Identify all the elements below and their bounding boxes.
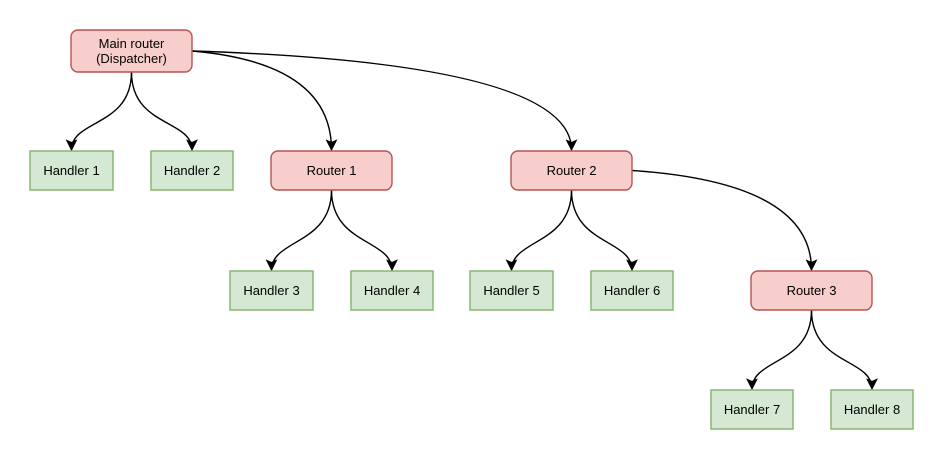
main-router-box — [70, 29, 193, 73]
edge-main-router-to-handler-2 — [130, 71, 198, 152]
edge-main-router-to-router-1 — [191, 50, 338, 152]
handler-7-box — [710, 389, 794, 430]
router-1-label: Router 1 — [307, 163, 357, 178]
main-router-label: (Dispatcher) — [96, 51, 167, 66]
handler-8-box — [830, 389, 914, 430]
edge-router-2-to-router-3 — [631, 169, 818, 272]
router-2-box — [510, 150, 633, 191]
edge-router-2-to-handler-5 — [505, 189, 573, 272]
handler-6-label: Handler 6 — [604, 283, 660, 298]
node-handler-4: Handler 4 — [350, 270, 434, 311]
node-handler-3: Handler 3 — [229, 270, 314, 311]
handler-4-label: Handler 4 — [364, 283, 420, 298]
node-router-2: Router 2 — [510, 150, 633, 191]
edge-router-1-to-handler-4 — [330, 189, 398, 272]
edge-router-1-to-handler-3 — [265, 189, 333, 272]
edge-router-2-to-handler-6 — [570, 189, 638, 272]
node-handler-8: Handler 8 — [830, 389, 914, 430]
node-handler-1: Handler 1 — [29, 150, 114, 191]
node-handler-2: Handler 2 — [150, 150, 234, 191]
main-router-label: Main router — [99, 36, 165, 51]
node-layer: Main router(Dispatcher) Handler 1 Handler … — [29, 29, 914, 430]
router-1-box — [270, 150, 393, 191]
handler-8-label: Handler 8 — [844, 402, 900, 417]
handler-3-label: Handler 3 — [243, 283, 299, 298]
node-router-3: Router 3 — [750, 270, 873, 311]
handler-3-box — [229, 270, 314, 311]
handler-5-label: Handler 5 — [483, 283, 539, 298]
router-3-box — [750, 270, 873, 311]
node-main-router: Main router(Dispatcher) — [70, 29, 193, 73]
handler-4-box — [350, 270, 434, 311]
node-router-1: Router 1 — [270, 150, 393, 191]
handler-7-label: Handler 7 — [724, 402, 780, 417]
node-handler-5: Handler 5 — [469, 270, 554, 311]
router-3-label: Router 3 — [787, 283, 837, 298]
handler-2-label: Handler 2 — [164, 163, 220, 178]
edge-main-router-to-handler-1 — [65, 71, 133, 152]
node-handler-7: Handler 7 — [710, 389, 794, 430]
handler-5-box — [469, 270, 554, 311]
edge-router-3-to-handler-8 — [810, 309, 878, 391]
edge-layer — [65, 50, 878, 391]
handler-1-box — [29, 150, 114, 191]
handler-2-box — [150, 150, 234, 191]
handler-1-label: Handler 1 — [43, 163, 99, 178]
edge-main-router-to-router-2 — [191, 50, 578, 152]
handler-6-box — [590, 270, 674, 311]
edge-router-3-to-handler-7 — [746, 309, 813, 391]
router-2-label: Router 2 — [547, 163, 597, 178]
node-handler-6: Handler 6 — [590, 270, 674, 311]
